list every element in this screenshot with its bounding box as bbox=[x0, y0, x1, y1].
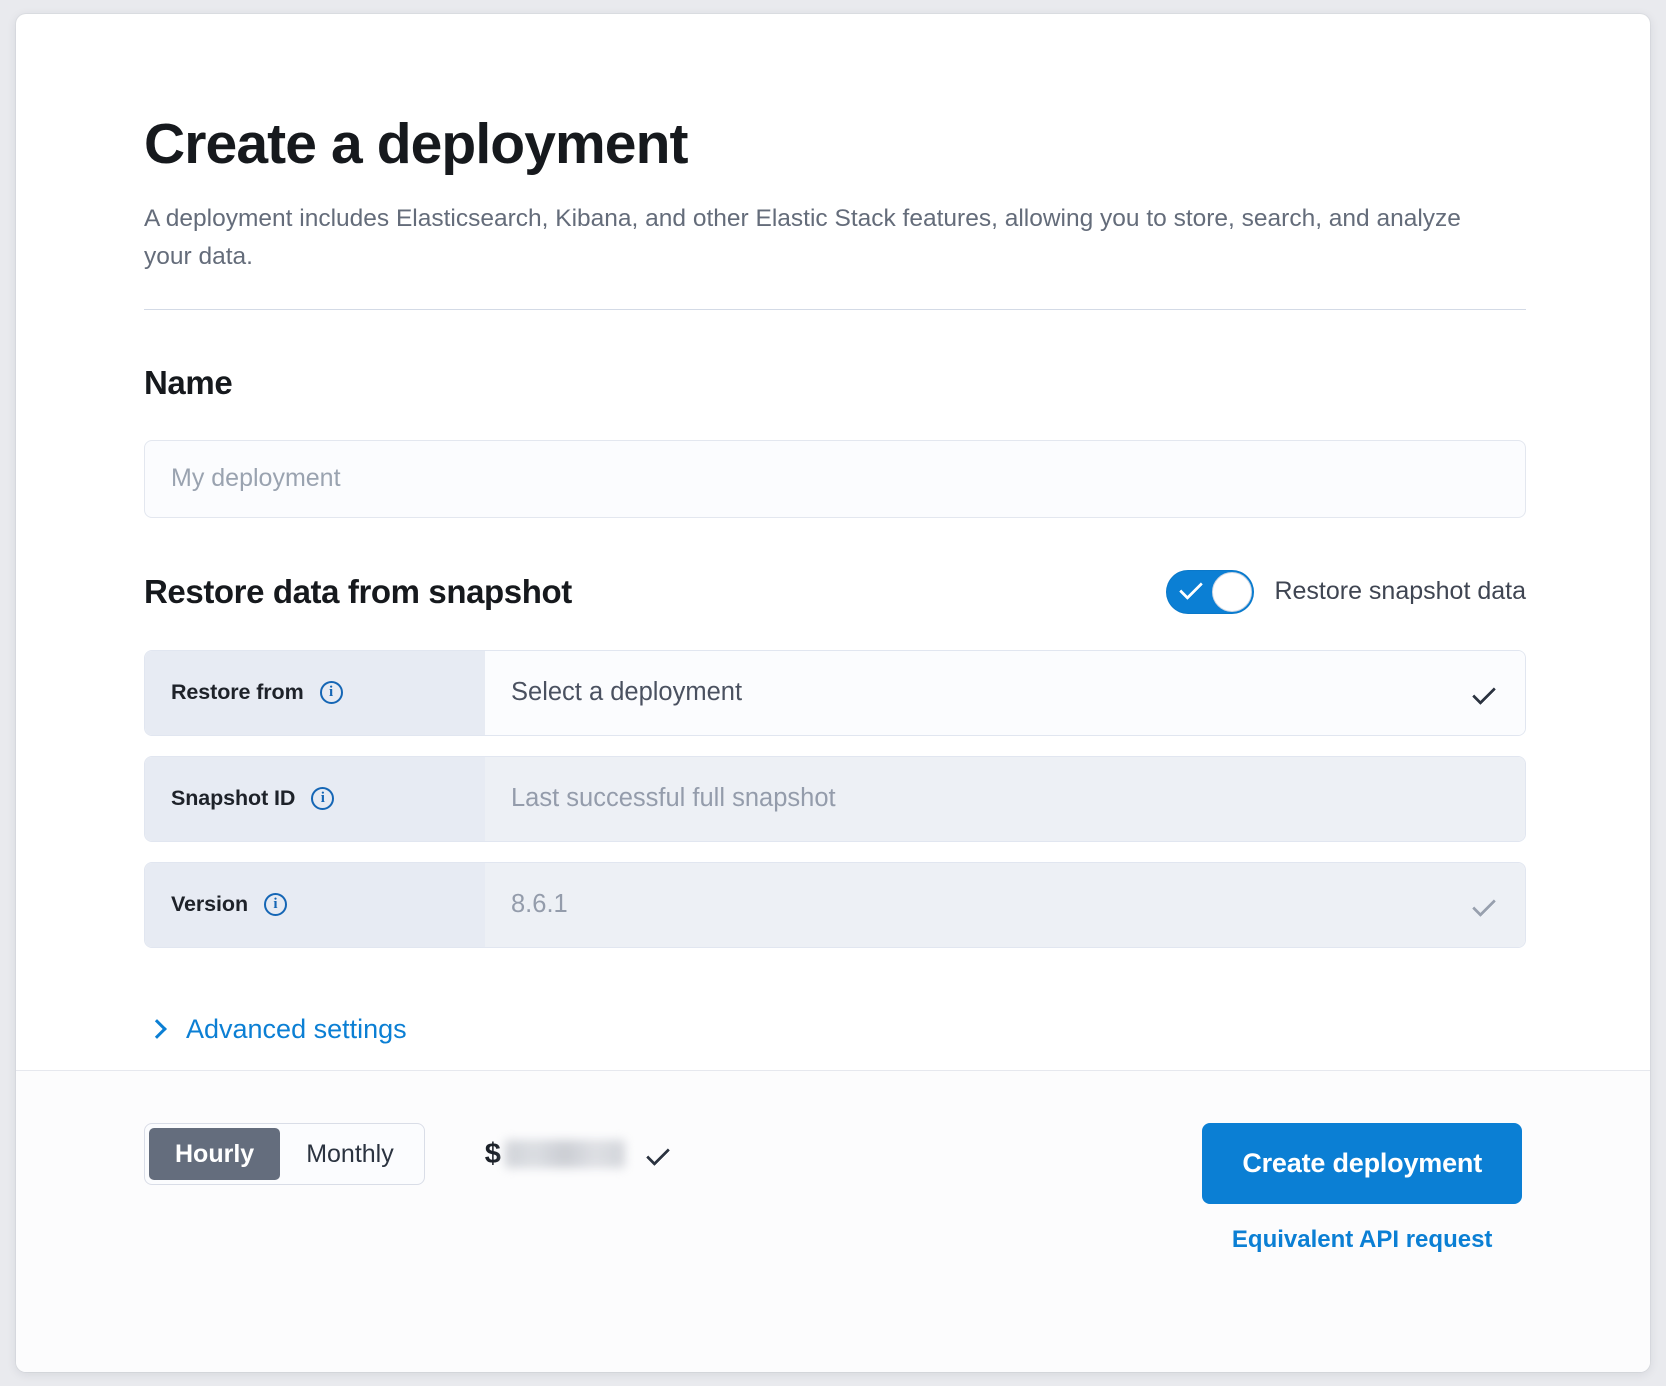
check-icon bbox=[1179, 575, 1204, 600]
restore-toggle-group[interactable]: Restore snapshot data bbox=[1166, 569, 1526, 614]
restore-snapshot-toggle[interactable] bbox=[1166, 569, 1255, 614]
price-display[interactable]: $ bbox=[485, 1138, 673, 1171]
row-version: Version i 8.6.1 bbox=[144, 861, 1526, 948]
snapshot-id-input: Last successful full snapshot bbox=[485, 756, 1525, 841]
version-value: 8.6.1 bbox=[511, 890, 568, 919]
deployment-name-placeholder: My deployment bbox=[171, 464, 341, 493]
price-value-obscured bbox=[504, 1140, 625, 1168]
version-select: 8.6.1 bbox=[485, 862, 1525, 947]
billing-period-segmented-control[interactable]: Hourly Monthly bbox=[144, 1123, 425, 1185]
restore-heading: Restore data from snapshot bbox=[144, 572, 572, 610]
create-deployment-card: Create a deployment A deployment include… bbox=[16, 14, 1650, 1372]
billing-option-monthly[interactable]: Monthly bbox=[306, 1139, 394, 1168]
row-restore-from-prefix: Restore from i bbox=[145, 650, 485, 735]
footer-left-group: Hourly Monthly $ bbox=[144, 1123, 673, 1185]
currency-symbol: $ bbox=[484, 1137, 501, 1170]
info-icon[interactable]: i bbox=[311, 787, 335, 811]
footer-right-group: Create deployment Equivalent API request bbox=[1202, 1123, 1522, 1254]
advanced-settings-label: Advanced settings bbox=[186, 1013, 407, 1044]
toggle-knob bbox=[1212, 571, 1253, 612]
row-restore-from[interactable]: Restore from i Select a deployment bbox=[144, 649, 1526, 736]
equivalent-api-request-link[interactable]: Equivalent API request bbox=[1231, 1226, 1493, 1253]
restore-form-rows: Restore from i Select a deployment Snaps… bbox=[144, 649, 1526, 948]
restore-section-header: Restore data from snapshot Restore snaps… bbox=[144, 569, 1526, 614]
info-icon[interactable]: i bbox=[263, 893, 287, 917]
restore-toggle-label: Restore snapshot data bbox=[1274, 577, 1526, 606]
header-divider bbox=[144, 308, 1526, 310]
row-version-prefix: Version i bbox=[145, 862, 485, 947]
deployment-name-input[interactable]: My deployment bbox=[144, 439, 1526, 518]
footer-bar: Hourly Monthly $ Create deployment Equiv… bbox=[16, 1070, 1650, 1372]
chevron-down-icon[interactable] bbox=[645, 1141, 670, 1167]
advanced-settings-toggle[interactable]: Advanced settings bbox=[144, 1014, 474, 1045]
row-version-label: Version bbox=[171, 892, 248, 917]
form-scroll-area: Create a deployment A deployment include… bbox=[16, 14, 1650, 1070]
chevron-down-icon bbox=[1471, 680, 1497, 705]
name-heading: Name bbox=[144, 363, 233, 401]
row-snapshot-id-prefix: Snapshot ID i bbox=[145, 756, 485, 841]
restore-from-select[interactable]: Select a deployment bbox=[485, 650, 1525, 735]
snapshot-id-value: Last successful full snapshot bbox=[511, 784, 836, 813]
chevron-right-icon bbox=[147, 1019, 167, 1040]
row-restore-from-label: Restore from bbox=[171, 680, 304, 705]
page-title: Create a deployment bbox=[144, 112, 688, 176]
info-icon[interactable]: i bbox=[319, 681, 343, 705]
name-section: Name My deployment bbox=[144, 363, 1526, 518]
restore-from-value: Select a deployment bbox=[511, 678, 743, 707]
create-deployment-button[interactable]: Create deployment bbox=[1202, 1123, 1522, 1204]
row-snapshot-id: Snapshot ID i Last successful full snaps… bbox=[144, 755, 1526, 842]
billing-option-hourly[interactable]: Hourly bbox=[149, 1128, 281, 1180]
page-subtitle: A deployment includes Elasticsearch, Kib… bbox=[144, 205, 1461, 270]
row-snapshot-id-label: Snapshot ID bbox=[171, 786, 296, 811]
chevron-down-icon bbox=[1471, 892, 1497, 917]
